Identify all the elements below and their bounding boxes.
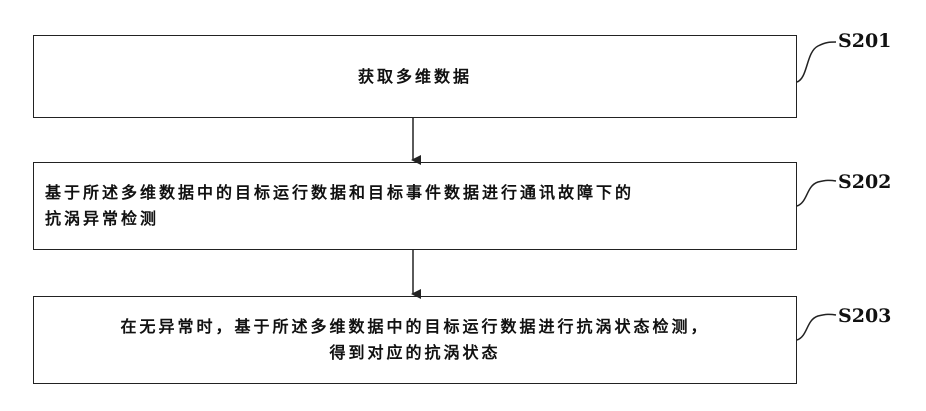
leader-curve-s201 (797, 42, 836, 82)
leader-curve-s203 (797, 314, 836, 340)
leader-curve-s202 (797, 180, 836, 206)
